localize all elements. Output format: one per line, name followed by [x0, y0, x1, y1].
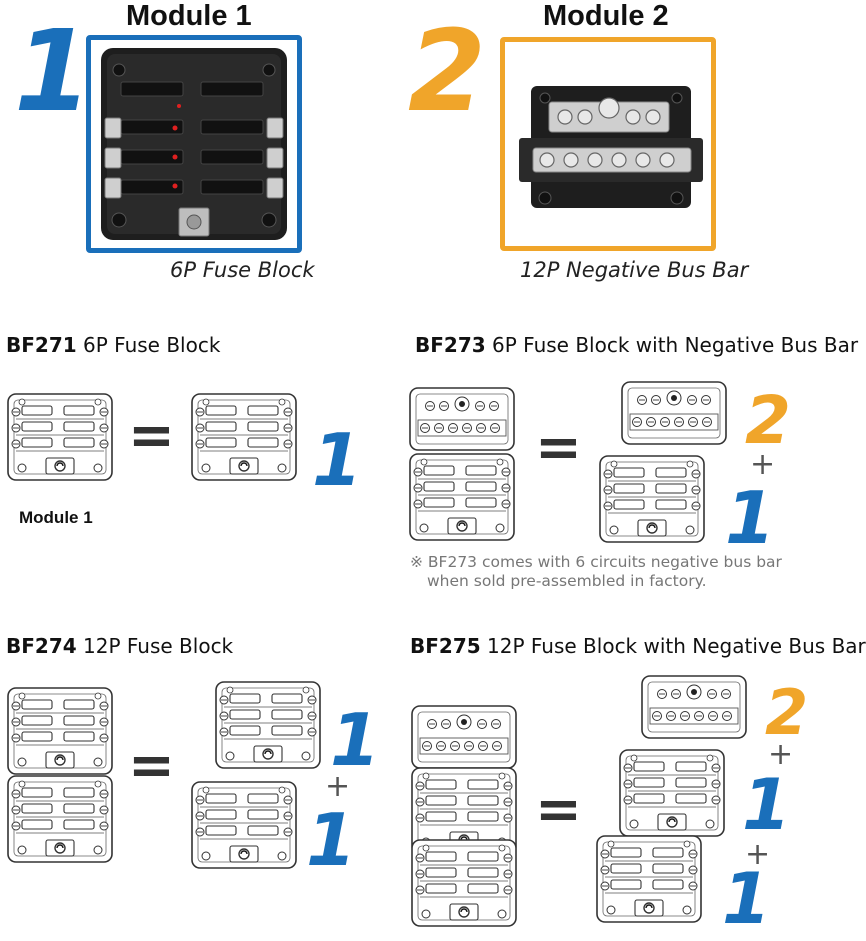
bf275-equals: =: [535, 777, 582, 842]
bf273-code: BF273: [415, 333, 486, 357]
bf271-module-1-number: 1: [312, 418, 363, 502]
bf273-assembled-drawing: [409, 387, 515, 541]
bf275-title: BF275 12P Fuse Block with Negative Bus B…: [410, 634, 866, 658]
module-1-title: Module 1: [126, 0, 252, 32]
bf274-equals: =: [128, 733, 175, 798]
bf275-module-1a-number: 1: [742, 764, 791, 846]
bf271-desc: 6P Fuse Block: [83, 333, 221, 357]
module-2-title: Module 2: [543, 0, 669, 32]
bf273-plus: +: [750, 447, 776, 482]
bf273-note-line-1: ※ BF273 comes with 6 circuits negative b…: [410, 553, 782, 571]
bf275-desc: 12P Fuse Block with Negative Bus Bar: [487, 634, 866, 658]
bus-bar-photo: [519, 86, 703, 208]
module-1-photo-frame: [86, 35, 302, 253]
bf271-block-drawing: [7, 393, 113, 481]
bf274-assembled-drawing: [7, 687, 113, 863]
module-2-caption: 12P Negative Bus Bar: [520, 258, 749, 282]
bf273-module-2-number: 2: [745, 382, 791, 459]
bf273-desc: 6P Fuse Block with Negative Bus Bar: [492, 333, 859, 357]
module-2-number: 2: [408, 7, 486, 137]
module-1-caption: 6P Fuse Block: [170, 258, 315, 282]
bf275-code: BF275: [410, 634, 481, 658]
bf271-title: BF271 6P Fuse Block: [6, 333, 220, 357]
bf274-module-1b-number: 1: [306, 798, 357, 882]
bf274-code: BF274: [6, 634, 77, 658]
bf271-code: BF271: [6, 333, 77, 357]
bf275-module-1b-number: 1: [722, 858, 771, 940]
fuse-block-photo: [101, 48, 287, 240]
bf271-equals: =: [128, 403, 175, 468]
bf275-module-2-drawing: [641, 675, 747, 739]
bf273-module-1-drawing: [599, 455, 705, 543]
bf273-title: BF273 6P Fuse Block with Negative Bus Ba…: [415, 333, 858, 357]
bf273-note-line-2: when sold pre-assembled in factory.: [427, 572, 707, 590]
bf275-plus-1: +: [768, 737, 794, 772]
bf274-title: BF274 12P Fuse Block: [6, 634, 233, 658]
bf273-module-1-number: 1: [725, 476, 776, 560]
bf271-module-1-drawing: [191, 393, 297, 481]
module-2-photo-frame: [500, 37, 716, 251]
bf275-module-1b-drawing: [596, 835, 702, 923]
bf274-plus: +: [325, 769, 351, 804]
bf275-assembled-drawing: [411, 705, 517, 927]
bf274-module-1a-number: 1: [330, 698, 381, 782]
bf275-module-1a-drawing: [619, 749, 725, 837]
bf274-desc: 12P Fuse Block: [83, 634, 234, 658]
bf271-module-label: Module 1: [19, 508, 93, 527]
bf275-plus-2: +: [745, 837, 771, 872]
bf273-equals: =: [535, 415, 582, 480]
bf273-module-2-drawing: [621, 381, 727, 445]
bf273-note: ※ BF273 comes with 6 circuits negative b…: [410, 553, 782, 591]
bf274-module-1a-drawing: [215, 681, 321, 769]
module-1-number: 1: [14, 7, 92, 137]
bf275-module-2-number: 2: [765, 676, 809, 749]
bf274-module-1b-drawing: [191, 781, 297, 869]
